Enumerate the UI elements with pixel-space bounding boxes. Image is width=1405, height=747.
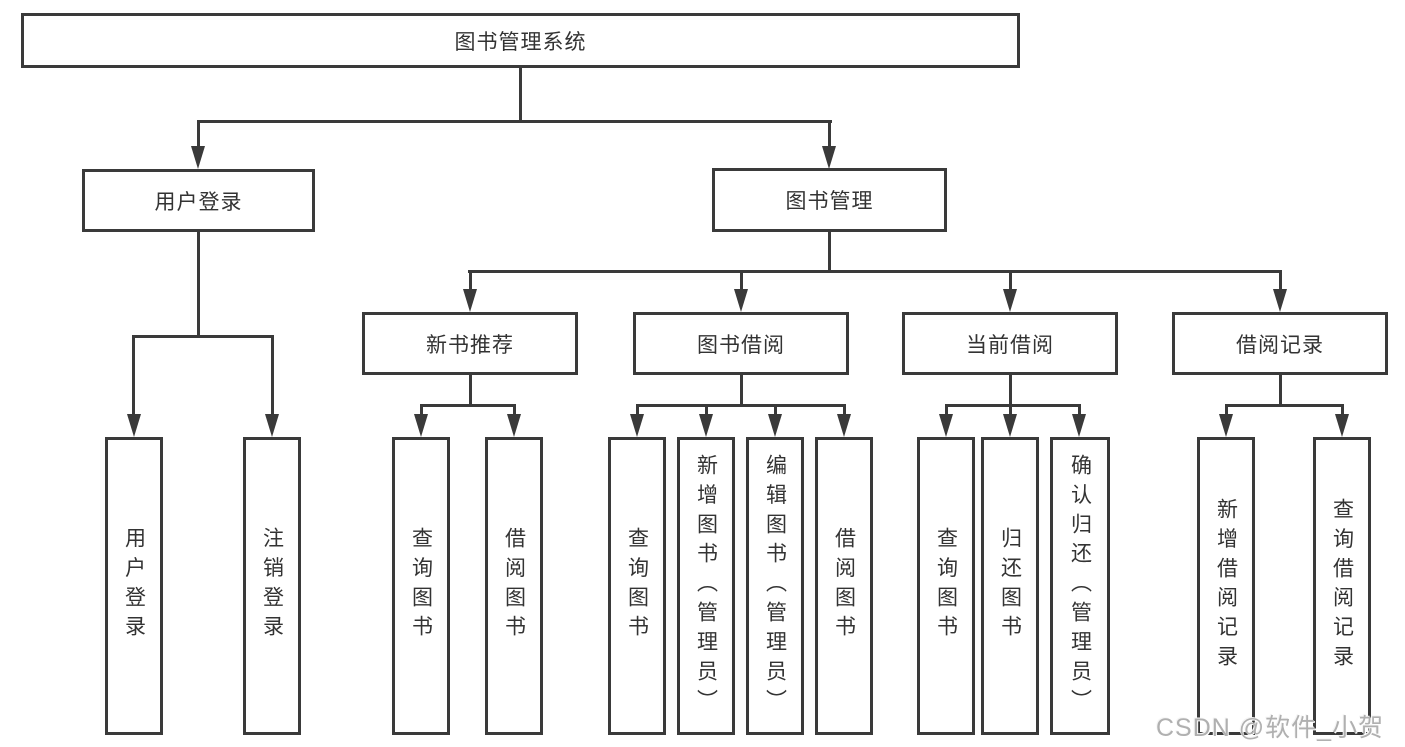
leaf-logout-label: 注销登录 xyxy=(260,527,284,645)
connector-user-login-hbar xyxy=(132,335,274,338)
leaf-add-borrow-record: 新增借阅记录 xyxy=(1197,437,1255,735)
connector-stem xyxy=(1225,404,1228,415)
connector-stem xyxy=(945,404,948,415)
connector-book-borrow-hbar xyxy=(636,404,846,407)
connector-book-mgmt-hbar xyxy=(468,270,1282,273)
leaf-borrow-books-label: 借阅图书 xyxy=(832,527,856,645)
leaf-return-books-label: 归还图书 xyxy=(998,527,1022,645)
node-current-borrow: 当前借阅 xyxy=(902,312,1118,375)
arrow-down-icon xyxy=(265,414,279,437)
leaf-confirm-return-admin-label: 确认归还（管理员） xyxy=(1068,453,1092,719)
connector-borrow-records-trunk xyxy=(1279,375,1282,406)
arrow-down-icon xyxy=(822,146,836,169)
connector-borrow-records-hbar xyxy=(1225,404,1344,407)
leaf-borrow-books: 借阅图书 xyxy=(815,437,873,735)
arrow-down-icon xyxy=(699,414,713,437)
csdn-watermark: CSDN @软件_小贺同学 xyxy=(1156,714,1385,742)
leaf-confirm-return-admin: 确认归还（管理员） xyxy=(1050,437,1110,735)
node-new-book-recommend: 新书推荐 xyxy=(362,312,578,375)
node-library-management-system: 图书管理系统 xyxy=(21,13,1020,68)
arrow-down-icon xyxy=(507,414,521,437)
arrow-down-icon xyxy=(1072,414,1086,437)
arrow-down-icon xyxy=(414,414,428,437)
connector-stem xyxy=(705,404,708,415)
arrow-down-icon xyxy=(1003,414,1017,437)
connector-book-borrow-trunk xyxy=(740,375,743,406)
leaf-logout: 注销登录 xyxy=(243,437,301,735)
arrow-down-icon xyxy=(1335,414,1349,437)
connector-stem xyxy=(420,404,423,415)
connector-stem xyxy=(740,270,743,290)
connector-root-hbar xyxy=(197,120,832,123)
connector-stem xyxy=(197,120,200,147)
connector-new-book-hbar xyxy=(420,404,516,407)
connector-stem xyxy=(636,404,639,415)
connector-root-trunk xyxy=(519,68,522,122)
connector-stem xyxy=(1009,404,1012,415)
connector-stem xyxy=(828,120,831,147)
connector-stem xyxy=(513,404,516,415)
arrow-down-icon xyxy=(837,414,851,437)
leaf-edit-book-admin: 编辑图书（管理员） xyxy=(746,437,804,735)
connector-stem xyxy=(1279,270,1282,290)
connector-new-book-trunk xyxy=(469,375,472,406)
arrow-down-icon xyxy=(463,289,477,312)
leaf-borrow-books-recommend-label: 借阅图书 xyxy=(502,527,526,645)
leaf-query-books-current: 查询图书 xyxy=(917,437,975,735)
arrow-down-icon xyxy=(191,146,205,169)
arrow-down-icon xyxy=(1003,289,1017,312)
connector-stem xyxy=(132,335,135,415)
connector-current-borrow-trunk xyxy=(1009,375,1012,406)
connector-stem xyxy=(774,404,777,415)
leaf-query-books-recommend: 查询图书 xyxy=(392,437,450,735)
arrow-down-icon xyxy=(768,414,782,437)
leaf-query-books-borrow: 查询图书 xyxy=(608,437,666,735)
node-book-management: 图书管理 xyxy=(712,168,947,232)
arrow-down-icon xyxy=(1273,289,1287,312)
leaf-query-books-borrow-label: 查询图书 xyxy=(625,527,649,645)
arrow-down-icon xyxy=(939,414,953,437)
connector-stem xyxy=(843,404,846,415)
arrow-down-icon xyxy=(630,414,644,437)
connector-stem xyxy=(271,335,274,415)
connector-current-borrow-hbar xyxy=(945,404,1081,407)
node-book-borrow: 图书借阅 xyxy=(633,312,849,375)
connector-stem xyxy=(1009,270,1012,290)
connector-stem xyxy=(469,270,472,290)
leaf-user-login-label: 用户登录 xyxy=(122,527,146,645)
leaf-add-borrow-record-label: 新增借阅记录 xyxy=(1214,497,1238,675)
leaf-add-book-admin: 新增图书（管理员） xyxy=(677,437,735,735)
leaf-user-login: 用户登录 xyxy=(105,437,163,735)
node-user-login: 用户登录 xyxy=(82,169,315,232)
arrow-down-icon xyxy=(1219,414,1233,437)
leaf-query-borrow-record-label: 查询借阅记录 xyxy=(1330,497,1354,675)
leaf-edit-book-admin-label: 编辑图书（管理员） xyxy=(763,453,787,719)
leaf-query-books-current-label: 查询图书 xyxy=(934,527,958,645)
leaf-borrow-books-recommend: 借阅图书 xyxy=(485,437,543,735)
arrow-down-icon xyxy=(127,414,141,437)
node-borrow-records: 借阅记录 xyxy=(1172,312,1388,375)
leaf-query-borrow-record: 查询借阅记录 xyxy=(1313,437,1371,735)
connector-user-login-trunk xyxy=(197,232,200,337)
connector-book-mgmt-trunk xyxy=(828,232,831,272)
leaf-return-books: 归还图书 xyxy=(981,437,1039,735)
arrow-down-icon xyxy=(734,289,748,312)
leaf-add-book-admin-label: 新增图书（管理员） xyxy=(694,453,718,719)
leaf-query-books-recommend-label: 查询图书 xyxy=(409,527,433,645)
connector-stem xyxy=(1341,404,1344,415)
connector-stem xyxy=(1078,404,1081,415)
